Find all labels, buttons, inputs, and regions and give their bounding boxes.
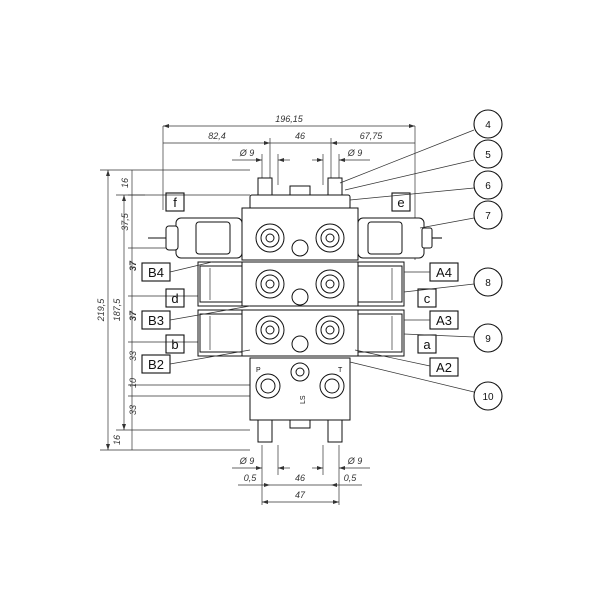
callout-9: [473, 323, 503, 353]
bottom-center-dim: 46: [295, 473, 305, 483]
port-label-c: c: [424, 291, 431, 306]
module-height-dim: 187,5: [112, 298, 122, 322]
callout-7-text: 7: [485, 211, 491, 222]
h-bottom-dim: 16: [112, 435, 122, 445]
callout-10-text: 10: [482, 392, 494, 403]
h-33b-dim: 33: [128, 405, 138, 415]
top-dimensions: 196,15 82,4 46 67,75 Ø 9 Ø 9: [162, 114, 416, 260]
callout-6-text: 6: [485, 181, 491, 192]
port-label-b3: B3: [148, 313, 164, 328]
callout-9-text: 9: [485, 334, 491, 345]
h-top-dim: 16: [120, 178, 130, 188]
port-labels: f e B4 A4 d c B3 A3 b a B2 A2: [141, 192, 459, 377]
h-33a-dim: 33: [128, 351, 138, 361]
right-offset-dim: 67,75: [360, 131, 384, 141]
callout-10: [473, 381, 503, 411]
left-dimensions: 219,5 187,5 16 37,5 37 37 33 10 33 16: [96, 169, 250, 451]
port-label-b: b: [171, 337, 178, 352]
bottom-left-gap-dim: 0,5: [244, 473, 258, 483]
left-offset-dim: 82,4: [208, 131, 226, 141]
h-375-dim: 37,5: [120, 212, 130, 231]
p-port-mark: P: [256, 367, 261, 374]
top-right-bore-dim: Ø 9: [347, 148, 363, 158]
callout-4: [473, 109, 503, 139]
port-label-e: e: [397, 195, 404, 210]
ls-port-mark: LS: [300, 395, 307, 404]
bottom-left-bore-dim: Ø 9: [239, 456, 255, 466]
callouts: 4 5 6 7 8 9 10: [339, 109, 503, 411]
callout-8: [473, 267, 503, 297]
port-label-d: d: [171, 291, 178, 306]
port-label-f: f: [173, 195, 177, 210]
callout-8-text: 8: [485, 278, 491, 289]
callout-7: [473, 200, 503, 230]
t-port-mark: T: [338, 367, 343, 374]
callout-6: [473, 170, 503, 200]
callout-5: [473, 139, 503, 169]
callout-5-text: 5: [485, 150, 491, 161]
h-37b-dim: 37: [128, 310, 138, 321]
total-height-dim: 219,5: [96, 298, 106, 323]
port-label-a2: A2: [436, 360, 452, 375]
h-10-dim: 10: [128, 378, 138, 388]
h-37a-dim: 37: [128, 260, 138, 271]
center-span-dim: 46: [295, 131, 305, 141]
bottom-total-dim: 47: [295, 490, 306, 500]
bottom-right-bore-dim: Ø 9: [347, 456, 363, 466]
bottom-right-gap-dim: 0,5: [344, 473, 358, 483]
overall-width-dim: 196,15: [275, 114, 304, 124]
port-label-a4: A4: [436, 265, 452, 280]
top-left-bore-dim: Ø 9: [239, 148, 255, 158]
bottom-dimensions: Ø 9 Ø 9 0,5 46 0,5 47: [232, 445, 370, 505]
callout-4-text: 4: [485, 120, 491, 131]
port-label-a: a: [423, 337, 431, 352]
valve-assembly: P T LS: [148, 177, 442, 443]
port-label-a3: A3: [436, 313, 452, 328]
port-label-b2: B2: [148, 357, 164, 372]
port-label-b4: B4: [148, 265, 164, 280]
